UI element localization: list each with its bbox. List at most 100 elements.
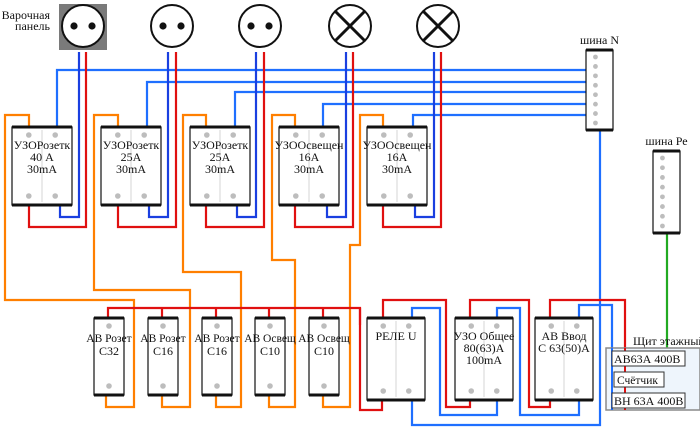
terminal [319, 193, 326, 199]
terminal [593, 82, 598, 88]
device-label: УЗООсвещен [363, 138, 432, 152]
terminal [381, 193, 387, 199]
svg-text:ВН 63А 400В: ВН 63А 400В [614, 394, 683, 408]
device-label: 30mA [382, 162, 412, 176]
bus-label: шина Ре [645, 134, 687, 148]
floor-panel: Щит этажный АВ63А 400В Счётчик ВН 63А 40… [605, 334, 700, 411]
load-phase-wires [27, 52, 443, 229]
terminal [141, 193, 147, 199]
n-wire-2 [145, 80, 596, 127]
terminal [204, 132, 210, 138]
terminal [660, 155, 665, 161]
voltage-relay[interactable]: РЕЛЕ U [366, 316, 426, 402]
terminal [468, 388, 475, 394]
socket-icon [150, 4, 194, 48]
device-label: С32 [99, 344, 119, 358]
load-label: Варочная [2, 8, 51, 22]
terminal [160, 383, 166, 389]
terminal [660, 184, 665, 190]
terminal [160, 323, 166, 329]
device-label: УЗООсвещен [275, 138, 344, 152]
terminal [660, 175, 665, 180]
n-wire-3 [233, 90, 596, 127]
load-neutral-wires [58, 52, 436, 219]
terminal [380, 388, 387, 394]
terminal [593, 64, 598, 69]
terminal [660, 223, 665, 229]
terminal [115, 132, 121, 138]
device-label: АВ Розет [86, 333, 131, 345]
terminal [660, 213, 665, 219]
terminal [593, 111, 598, 116]
lamp-load [328, 4, 372, 48]
device-label: 16A [387, 150, 408, 164]
terminal [321, 323, 327, 329]
bus-label: шина N [580, 33, 619, 47]
device-label: АВ Освещ [244, 333, 296, 345]
terminal [405, 388, 412, 394]
terminal [267, 383, 273, 389]
terminal [548, 323, 555, 329]
terminal [267, 323, 273, 329]
device-label: 30mA [116, 162, 146, 176]
load-label: панель [15, 19, 50, 33]
device-label: 30mA [27, 162, 57, 176]
terminal [214, 323, 220, 329]
device-label: 25A [210, 150, 231, 164]
terminal [214, 383, 220, 389]
device-label: С16 [207, 344, 227, 358]
device-label: УЗО Общее [454, 329, 515, 343]
device-label: 30mA [205, 162, 235, 176]
terminal [573, 323, 580, 329]
terminal [407, 193, 414, 199]
floor-panel-item: АВ63А 400В [611, 350, 686, 367]
terminal [52, 132, 58, 138]
terminal [593, 92, 598, 98]
device-label: АВ Ввод [541, 329, 586, 343]
neutral-bus-wires [55, 68, 602, 427]
device-label: 16A [299, 150, 320, 164]
terminal [573, 388, 580, 394]
earth-bus: шина Ре [645, 134, 688, 235]
floor-panel-label: Щит этажный [633, 334, 700, 348]
device-label: 30mA [294, 162, 324, 176]
breaker-to-rcd-wires [3, 113, 385, 409]
terminal [660, 194, 665, 200]
terminal [230, 193, 236, 199]
terminal [106, 323, 112, 329]
device-label: УЗОРозетк [103, 138, 160, 152]
lamp-load [416, 4, 460, 48]
terminal [204, 193, 210, 199]
terminal [321, 383, 327, 389]
terminal [493, 388, 500, 394]
socket-load [150, 4, 194, 48]
terminal [106, 383, 112, 389]
terminal [26, 132, 32, 138]
terminal [593, 73, 598, 79]
socket-load [238, 4, 282, 48]
device-label: УЗОРозетк [14, 138, 71, 152]
terminal [115, 193, 121, 199]
neutral-bus: шина N [580, 33, 619, 132]
device-label: АВ Розет [140, 333, 185, 345]
device-label: АВ Освещ [298, 333, 350, 345]
terminal [381, 132, 387, 138]
floor-panel-item: ВН 63А 400В [611, 392, 686, 409]
terminal [26, 193, 32, 199]
svg-text:Счётчик: Счётчик [617, 375, 658, 387]
socket-icon [238, 4, 282, 48]
